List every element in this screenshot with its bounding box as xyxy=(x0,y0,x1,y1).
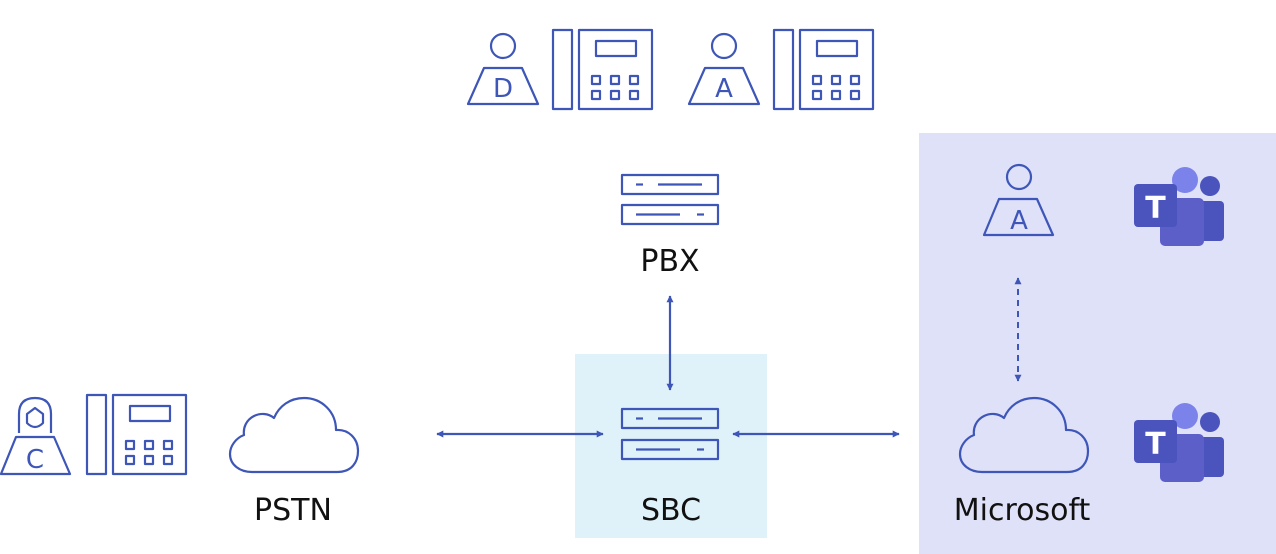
teams-logo-icon: T xyxy=(1134,403,1224,482)
caller-c-letter: C xyxy=(26,445,44,475)
microsoft-user-a-icon: A xyxy=(982,163,1055,237)
teams-logo-letter: T xyxy=(1145,191,1166,226)
teams-logo-letter: T xyxy=(1145,427,1166,462)
microsoft-user-a-letter: A xyxy=(1010,206,1028,236)
teams-logo-icon: T xyxy=(1134,167,1224,246)
microsoft-cloud-icon xyxy=(958,396,1090,474)
pstn-cloud-icon xyxy=(228,396,360,474)
pstn-label: PSTN xyxy=(254,493,332,528)
sbc-server-icon xyxy=(620,407,720,461)
desk-phone-icon xyxy=(772,28,875,111)
user-a-icon: A xyxy=(687,32,761,106)
desk-phone-icon xyxy=(85,393,188,476)
microsoft-label: Microsoft xyxy=(954,493,1091,528)
desk-phone-icon xyxy=(551,28,654,111)
sbc-label: SBC xyxy=(641,493,701,528)
microsoft-panel xyxy=(919,133,1276,554)
user-d-icon: D xyxy=(466,32,540,106)
user-a-letter: A xyxy=(715,74,733,104)
pbx-label: PBX xyxy=(640,244,699,279)
user-d-letter: D xyxy=(493,74,513,104)
caller-c-icon: C xyxy=(0,396,72,476)
pbx-server-icon xyxy=(620,173,720,226)
